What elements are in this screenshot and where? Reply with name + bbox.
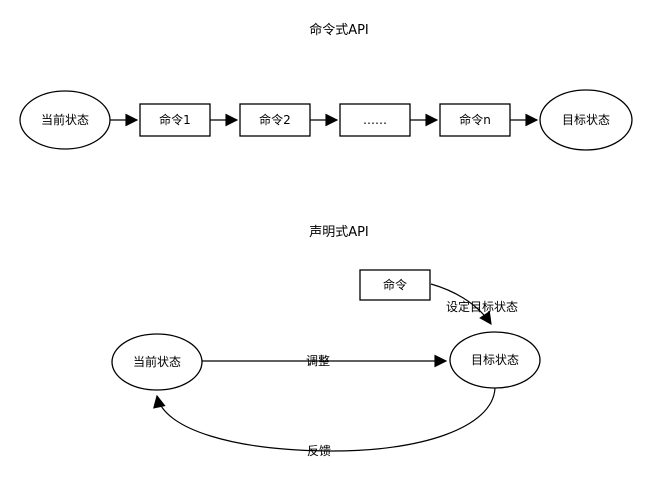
imperative-step-1-label: 命令1 <box>159 112 191 127</box>
imperative-section: 命令式API 当前状态 命令1 命令2 …… 命令n 目标状态 <box>19 22 633 151</box>
imperative-step-n-node <box>439 103 511 137</box>
imperative-title: 命令式API <box>309 22 369 38</box>
declarative-current-state-node <box>111 333 203 391</box>
declarative-current-state-label: 当前状态 <box>133 354 181 369</box>
imperative-step-1-node <box>139 103 211 137</box>
imperative-step-n-label: 命令n <box>459 112 491 127</box>
declarative-target-state-label: 目标状态 <box>471 353 519 367</box>
imperative-target-state-label: 目标状态 <box>562 113 610 127</box>
adjust-edge-label: 调整 <box>306 353 330 368</box>
set-target-state-edge-label: 设定目标状态 <box>446 299 518 314</box>
imperative-ellipsis-label: …… <box>363 113 387 127</box>
imperative-step-2-label: 命令2 <box>259 112 291 127</box>
feedback-edge-label: 反馈 <box>307 444 331 458</box>
imperative-current-state-label: 当前状态 <box>41 112 89 127</box>
arrow-feedback <box>157 387 496 452</box>
declarative-command-label: 命令 <box>383 277 407 292</box>
declarative-section: 声明式API 命令 设定目标状态 当前状态 目标状态 调整 反馈 <box>111 225 541 458</box>
declarative-command-node <box>359 269 431 301</box>
arrow-set-target-state <box>430 283 491 324</box>
declarative-title: 声明式API <box>309 225 369 240</box>
imperative-target-state-node <box>539 89 633 151</box>
